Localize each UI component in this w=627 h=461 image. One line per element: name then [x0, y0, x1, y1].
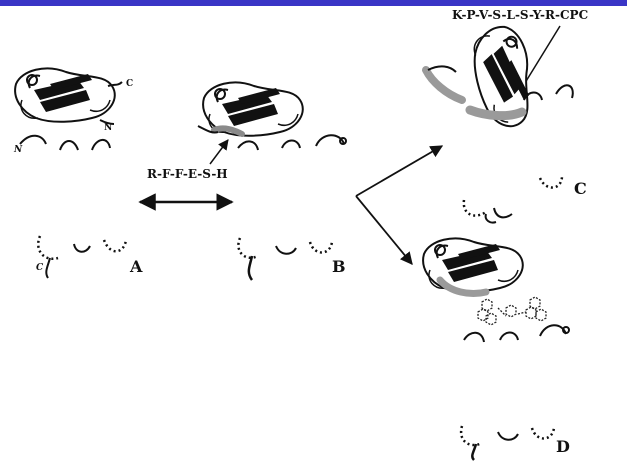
ligand-b — [198, 82, 303, 135]
small-molecule-icon — [478, 297, 546, 325]
panel-a: C N N C A — [13, 68, 143, 278]
panel-b: B — [198, 82, 346, 280]
ligand-d — [423, 238, 523, 293]
receptor-a: N C — [13, 136, 128, 278]
kpvslsyr-sequence-label: K-P-V-S-L-S-Y-R-CPC — [452, 8, 588, 22]
branch-arrow-icon — [356, 146, 442, 196]
ligand-a: C N — [15, 68, 133, 133]
ligand-c-terminus: C — [126, 79, 133, 89]
panel-c: C — [426, 23, 587, 223]
panel-b-label: B — [332, 257, 346, 276]
receptor-d — [461, 325, 569, 460]
ligand-n-terminus: N — [104, 123, 112, 133]
receptor-a-n-terminus: N — [13, 145, 23, 155]
ligand-c — [426, 23, 540, 132]
panel-d-label: D — [556, 437, 570, 456]
receptor-b — [236, 135, 346, 280]
rffesh-pointer-arrow — [210, 140, 228, 164]
panel-a-label: A — [129, 257, 143, 276]
panel-c-label: C — [574, 179, 587, 198]
rffesh-sequence-label: R-F-F-E-S-H — [147, 167, 228, 181]
panel-d: D — [423, 238, 570, 460]
branch-arrow-to-d — [356, 196, 412, 264]
receptor-a-c-terminus: C — [36, 263, 44, 273]
